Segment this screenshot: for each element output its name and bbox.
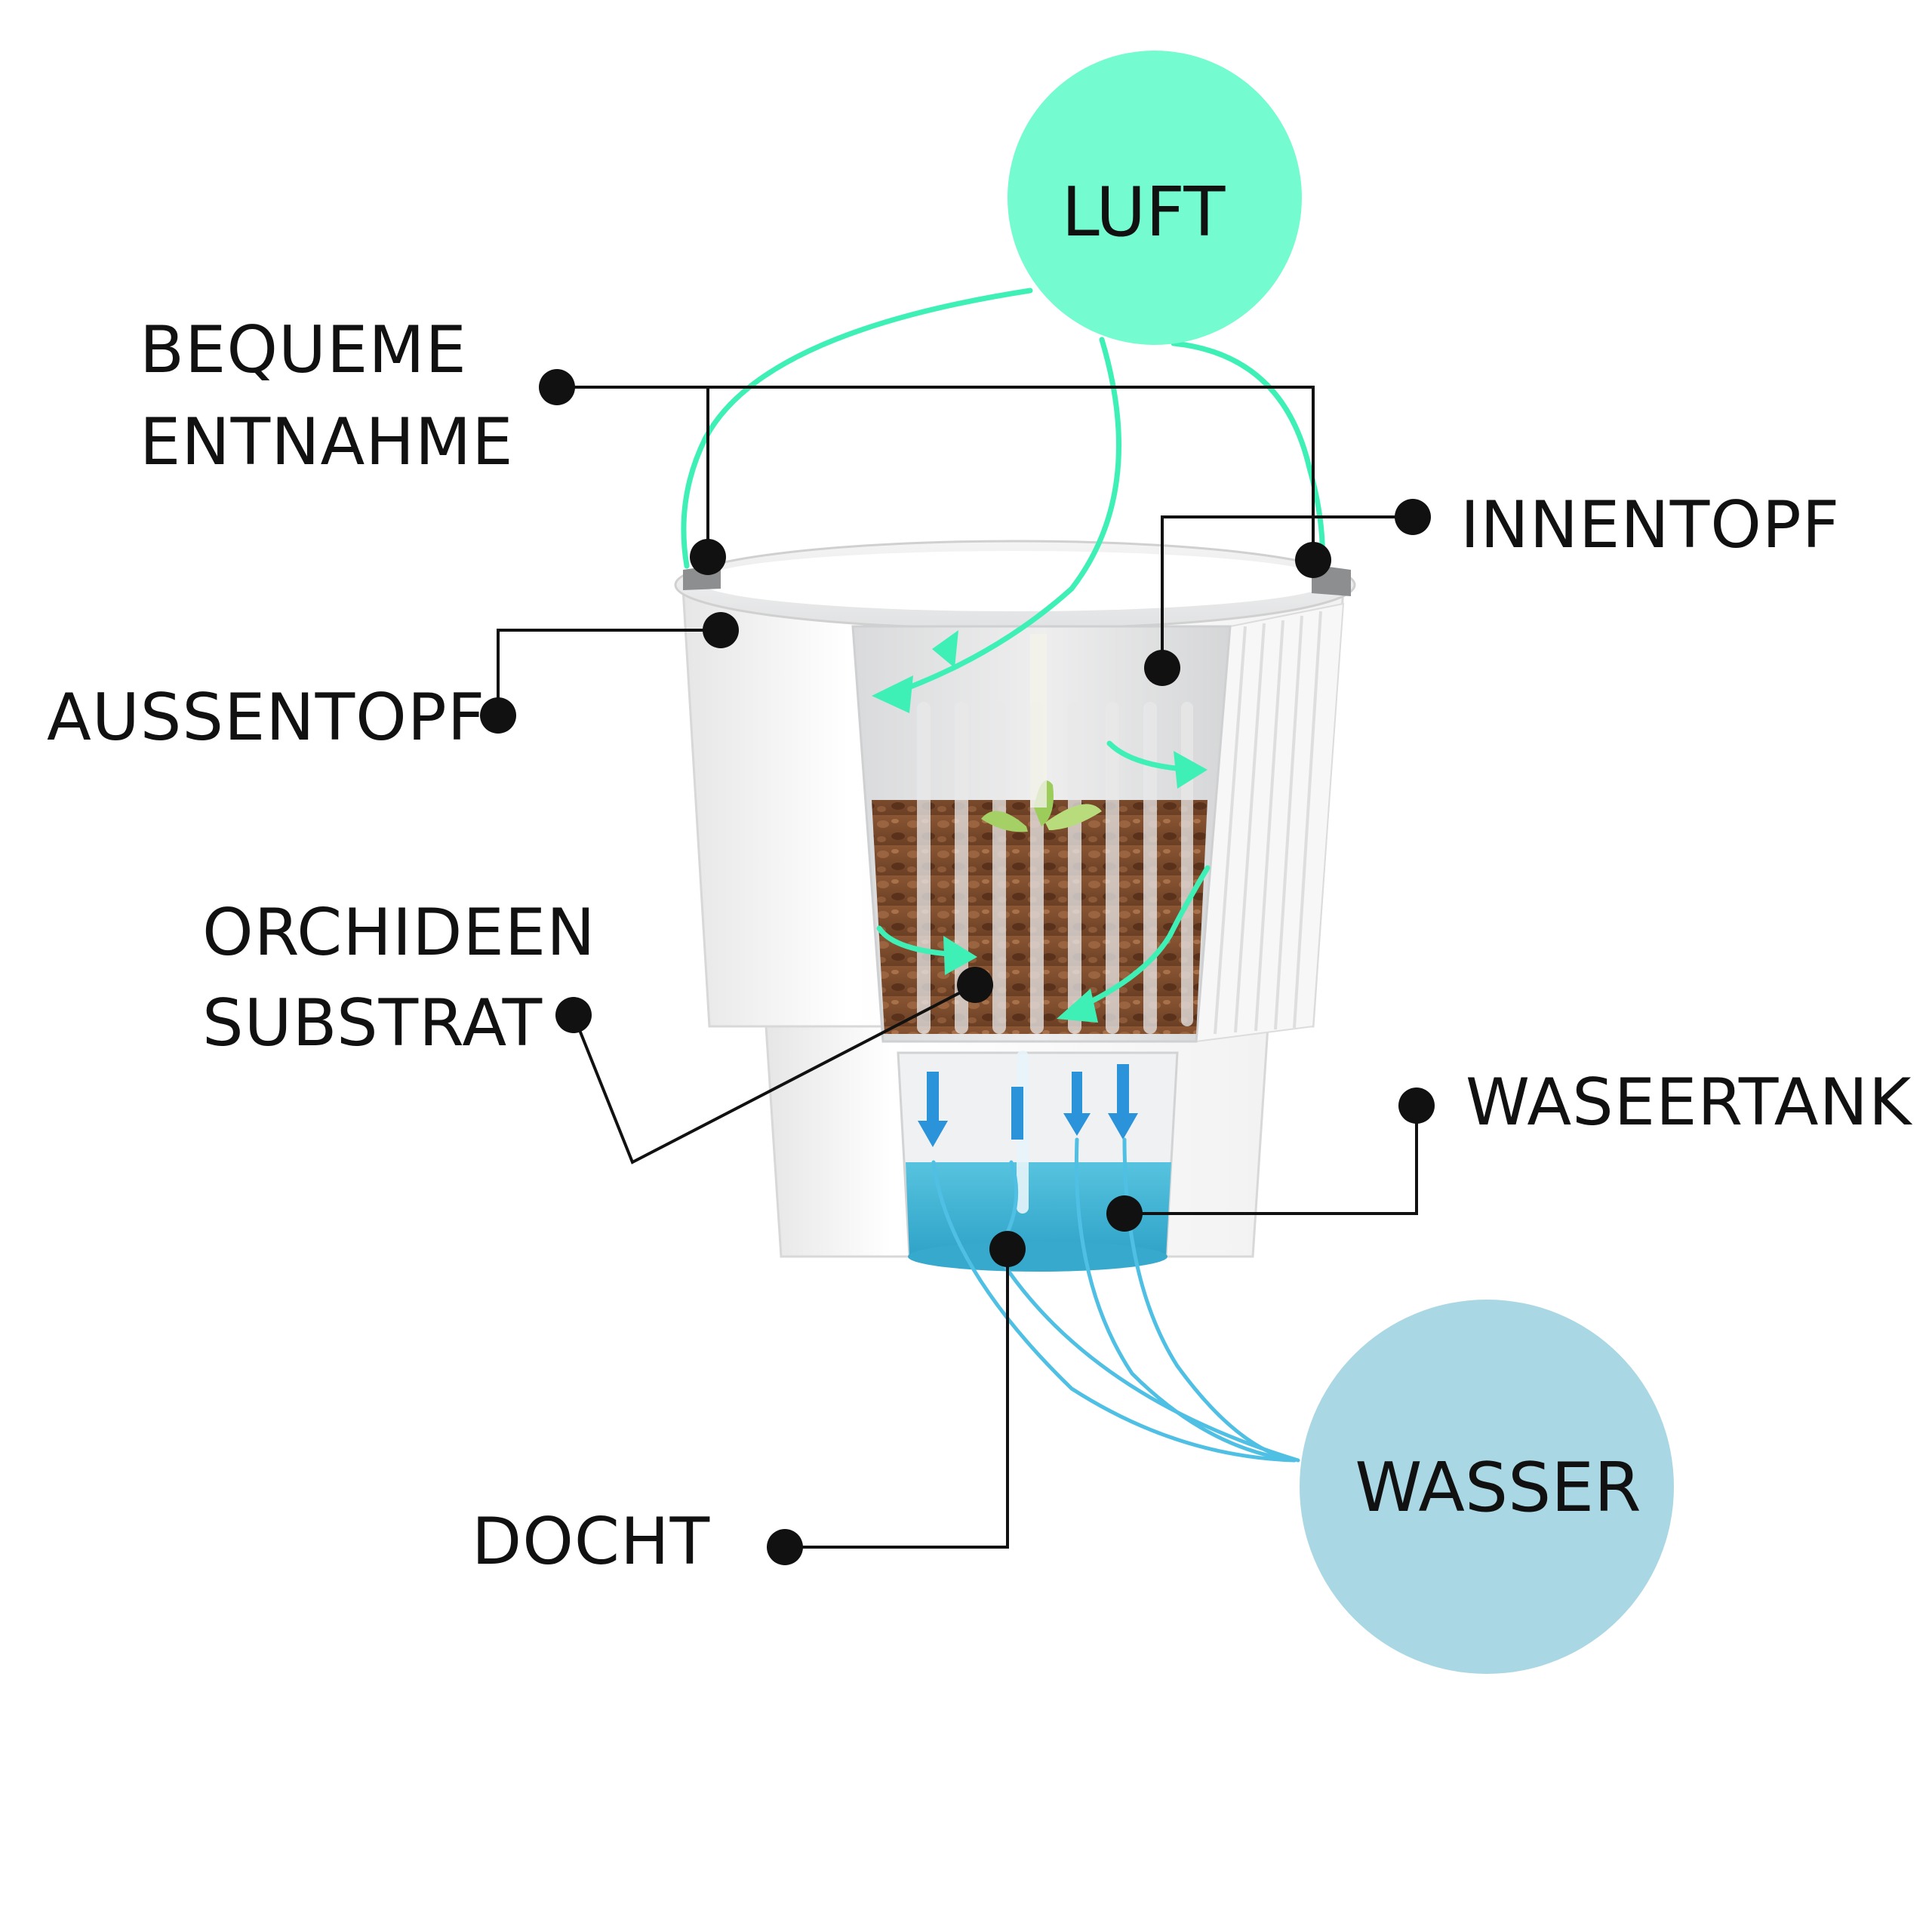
dot-innentopf-pot bbox=[1144, 650, 1180, 686]
label-bequeme-line1: BEQUEME bbox=[140, 312, 467, 388]
dot-docht-label bbox=[767, 1529, 803, 1565]
water-reservoir bbox=[906, 1162, 1171, 1257]
dot-orchideen-pot bbox=[957, 967, 993, 1003]
dot-bequeme-left bbox=[690, 539, 726, 575]
air-bubble-label: LUFT bbox=[1062, 173, 1226, 252]
reservoir-bottom bbox=[908, 1241, 1168, 1272]
dot-innentopf-label bbox=[1395, 499, 1431, 535]
label-aussentopf: AUSSENTOPF bbox=[47, 680, 485, 755]
label-orchideen-line1: ORCHIDEEN bbox=[202, 895, 595, 971]
dot-aussentopf-pot bbox=[703, 612, 739, 648]
dot-aussentopf-label bbox=[480, 697, 516, 734]
ribbed-outer-section bbox=[1195, 602, 1345, 1043]
air-flow-curves bbox=[681, 288, 1325, 1007]
dot-bequeme-label bbox=[539, 369, 575, 405]
orchid-sprout bbox=[981, 634, 1102, 832]
air-flow-arrowheads bbox=[872, 630, 1208, 1023]
water-bubble-label: WASSER bbox=[1355, 1448, 1641, 1527]
label-bequeme-line2: ENTNAHME bbox=[140, 405, 514, 480]
label-docht: DOCHT bbox=[472, 1504, 710, 1580]
label-innentopf: INNENTOPF bbox=[1460, 488, 1840, 563]
dot-waseertank-pot bbox=[1106, 1195, 1143, 1232]
dot-bequeme-right bbox=[1295, 542, 1331, 578]
dot-orchideen-label bbox=[555, 997, 592, 1033]
water-bubble: WASSER bbox=[1300, 1300, 1674, 1674]
dot-waseertank-label bbox=[1398, 1088, 1435, 1124]
leader-lines bbox=[497, 386, 1418, 1549]
water-flow-arrows bbox=[918, 1064, 1138, 1147]
air-bubble: LUFT bbox=[1008, 51, 1302, 345]
label-waseertank: WASEERTANK bbox=[1466, 1065, 1913, 1140]
pot-rim-opening bbox=[698, 551, 1332, 611]
label-orchideen-line2: SUBSTRAT bbox=[202, 986, 543, 1061]
pot-illustration bbox=[674, 540, 1356, 1272]
leader-dots bbox=[480, 369, 1435, 1565]
dot-docht-pot bbox=[989, 1231, 1026, 1267]
